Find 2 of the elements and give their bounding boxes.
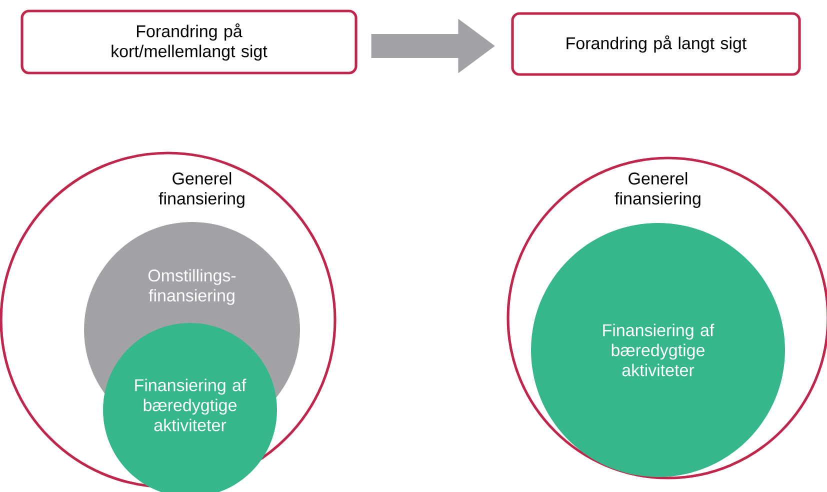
rounded-box: Forandring på kort/mellemlangt sigt	[20, 10, 358, 74]
rounded-box: Forandring på langt sigt	[511, 12, 801, 76]
